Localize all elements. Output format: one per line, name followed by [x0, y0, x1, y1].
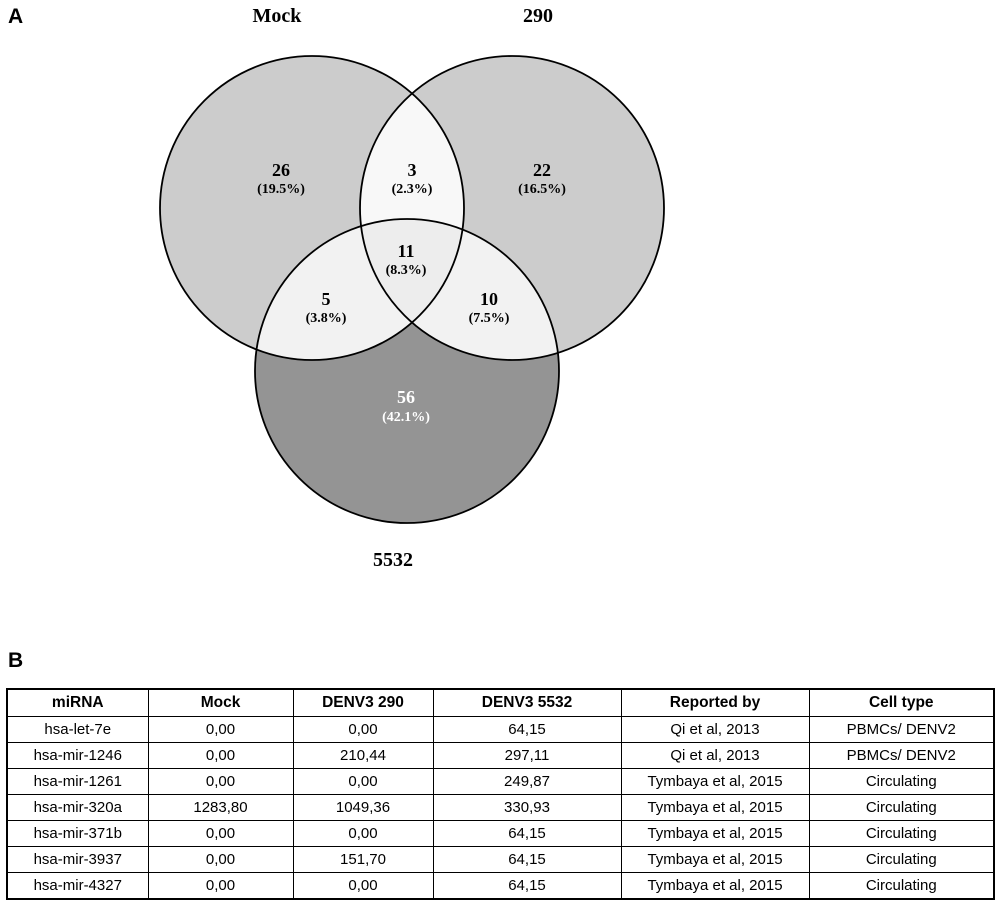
table-cell: Circulating — [808, 872, 995, 900]
table-cell: Circulating — [808, 846, 995, 873]
table-cell: 64,15 — [432, 820, 622, 847]
table-cell: PBMCs/ DENV2 — [808, 716, 995, 743]
table-cell: 0,00 — [292, 872, 434, 900]
table-cell: 151,70 — [292, 846, 434, 873]
venn-pct-290-5532: (7.5%) — [469, 311, 510, 326]
venn-count-mock-290: 3 — [408, 160, 417, 180]
venn-count-mock-5532: 5 — [322, 289, 331, 309]
table-cell: Tymbaya et al, 2015 — [620, 820, 810, 847]
venn-count-center: 11 — [397, 241, 414, 261]
panel-b-label: B — [8, 649, 24, 672]
table-cell: 0,00 — [147, 768, 294, 795]
table-cell: Tymbaya et al, 2015 — [620, 768, 810, 795]
venn-count-5532-only: 56 — [397, 387, 415, 407]
table-cell: 0,00 — [147, 872, 294, 900]
table-cell: Tymbaya et al, 2015 — [620, 846, 810, 873]
table-cell: 0,00 — [292, 820, 434, 847]
venn-outline-290 — [359, 55, 665, 361]
table-cell: Qi et al, 2013 — [620, 716, 810, 743]
table-cell: hsa-mir-1246 — [6, 742, 149, 769]
table-cell: hsa-mir-371b — [6, 820, 149, 847]
venn-pct-290-only: (16.5%) — [518, 182, 566, 197]
table-cell: hsa-mir-320a — [6, 794, 149, 821]
table-cell: Qi et al, 2013 — [620, 742, 810, 769]
table-cell: hsa-mir-4327 — [6, 872, 149, 900]
table-cell: 210,44 — [292, 742, 434, 769]
venn-region-290-5532 — [360, 219, 559, 360]
table-cell: 0,00 — [147, 846, 294, 873]
table-cell: 64,15 — [432, 872, 622, 900]
venn-pct-center: (8.3%) — [386, 263, 427, 278]
table-header-cell: Reported by — [620, 688, 810, 717]
table-header-cell: DENV3 290 — [292, 688, 434, 717]
table-cell: 64,15 — [432, 846, 622, 873]
table-cell: 0,00 — [147, 820, 294, 847]
venn-outline-5532 — [254, 218, 560, 524]
table-cell: 64,15 — [432, 716, 622, 743]
panel-a-label: A — [8, 5, 24, 28]
table-cell: PBMCs/ DENV2 — [808, 742, 995, 769]
venn-pct-5532-only: (42.1%) — [382, 410, 430, 425]
table-cell: Tymbaya et al, 2015 — [620, 794, 810, 821]
venn-region-mock-5532 — [255, 219, 464, 360]
venn-count-290-5532: 10 — [480, 289, 498, 309]
table-cell: 0,00 — [147, 716, 294, 743]
table-cell: Circulating — [808, 794, 995, 821]
venn-pct-mock-290: (2.3%) — [392, 182, 433, 197]
table-cell: 297,11 — [432, 742, 622, 769]
table-cell: 0,00 — [292, 716, 434, 743]
table-cell: Circulating — [808, 820, 995, 847]
table-cell: 249,87 — [432, 768, 622, 795]
table-cell: Circulating — [808, 768, 995, 795]
table-cell: 1283,80 — [147, 794, 294, 821]
table-cell: 0,00 — [292, 768, 434, 795]
venn-set-label-5532: 5532 — [373, 549, 413, 571]
venn-set-label-mock: Mock — [253, 5, 303, 27]
table-cell: 330,93 — [432, 794, 622, 821]
table-cell: hsa-let-7e — [6, 716, 149, 743]
venn-diagram: Mock 290 5532 26 (19.5%) 3 (2.3%) 22 (16… — [159, 5, 665, 571]
venn-set-label-290: 290 — [523, 5, 553, 27]
table-cell: hsa-mir-3937 — [6, 846, 149, 873]
table-cell: 0,00 — [147, 742, 294, 769]
table-cell: 1049,36 — [292, 794, 434, 821]
table-header-cell: DENV3 5532 — [432, 688, 622, 717]
table-cell: Tymbaya et al, 2015 — [620, 872, 810, 900]
table-header-cell: miRNA — [6, 688, 149, 717]
venn-pct-mock-only: (19.5%) — [257, 182, 305, 197]
table-header-cell: Cell type — [808, 688, 995, 717]
table-cell: hsa-mir-1261 — [6, 768, 149, 795]
venn-pct-mock-5532: (3.8%) — [306, 311, 347, 326]
venn-count-290-only: 22 — [533, 160, 551, 180]
venn-count-mock-only: 26 — [272, 160, 290, 180]
venn-outline-mock — [159, 55, 465, 361]
table-header-cell: Mock — [147, 688, 294, 717]
